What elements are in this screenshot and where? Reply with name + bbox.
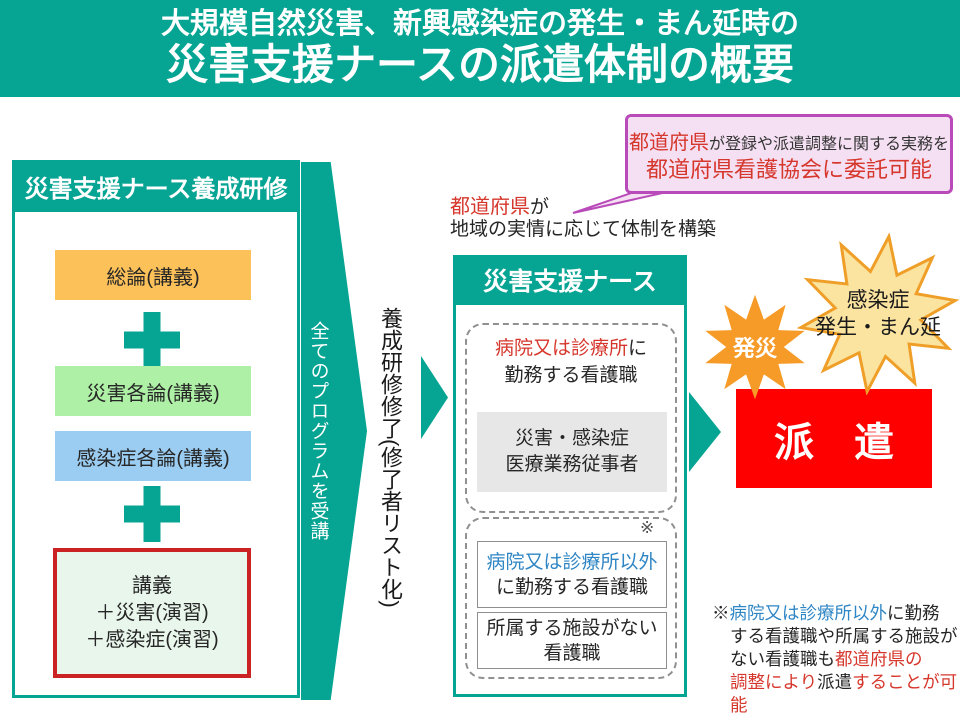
prefecture-note: 都道府県が 地域の実情に応じて体制を構築: [450, 196, 716, 241]
callout-line1: 都道府県が登録や派遣調整に関する実務を: [628, 126, 950, 155]
callout-line1-rest: が登録や派遣調整に関する実務を: [708, 136, 949, 153]
no-facility-box: 所属する施設がない 看護職: [477, 612, 667, 669]
prefecture-note-line1: 都道府県が: [450, 196, 716, 219]
medical-worker-box: 災害・感染症 医療業務従事者: [477, 412, 667, 492]
non-hospital-blue-text: 病院又は診療所以外: [486, 551, 658, 573]
disaster-label: 発災: [732, 336, 777, 361]
practice-line3: ＋感染症(演習): [85, 628, 219, 651]
callout-bubble: 都道府県が登録や派遣調整に関する実務を 都道府県看護協会に委託可能: [625, 114, 953, 194]
right-arrow-icon: [689, 392, 721, 472]
prefecture-note-suffix: が: [530, 197, 550, 218]
medical-worker-line1: 災害・感染症: [514, 428, 629, 449]
practice-box: 講義 ＋災害(演習) ＋感染症(演習): [53, 548, 251, 678]
header-subtitle: 大規模自然災害、新興感染症の発生・まん延時の: [160, 8, 799, 40]
starburst-shape: [705, 294, 805, 400]
disaster-starburst-icon: 発災: [701, 293, 809, 401]
footnote-blue-text: 病院又は診療所以外: [729, 603, 888, 623]
non-hospital-box: 病院又は診療所以外 に勤務する看護職: [477, 541, 667, 608]
hospital-rest-text: に: [628, 338, 648, 359]
infection-line2: 発生・まん延: [815, 316, 941, 339]
hospital-group-line2: 勤務する看護職: [504, 365, 638, 386]
footnote-line3-black: ない看護職も: [730, 649, 835, 669]
footnote-mark: ※: [712, 603, 730, 623]
footnote-line1-rest: に勤務: [887, 603, 940, 623]
nurse-box-title: 災害支援ナース: [453, 255, 687, 305]
training-item-disaster: 災害各論(講義): [55, 366, 251, 416]
no-facility-line2: 看護職: [543, 642, 601, 664]
training-item-infection: 感染症各論(講義): [55, 431, 251, 481]
footnote-line4-red2: することが可能: [730, 672, 958, 715]
program-arrow-label: 全てのプログラムを受講: [307, 321, 329, 541]
hospital-group-label: 病院又は診療所に 勤務する看護職: [465, 335, 677, 389]
callout-line1-red: 都道府県: [628, 132, 709, 154]
footnote-line1: ※病院又は診療所以外に勤務: [712, 602, 960, 625]
practice-line2: ＋災害(演習): [95, 601, 209, 624]
completion-label: 養成研修修了(修了者リスト化): [378, 306, 403, 608]
starburst-shape: [796, 232, 960, 396]
callout-line2: 都道府県看護協会に委託可能: [645, 157, 932, 182]
page-title: 災害支援ナースの派遣体制の概要: [166, 41, 794, 89]
footnote: ※病院又は診療所以外に勤務 する看護職や所属する施設が ない看護職も都道府県の …: [712, 602, 960, 717]
prefecture-note-red: 都道府県: [450, 196, 530, 218]
footnote-line2: する看護職や所属する施設が: [730, 626, 958, 646]
footnote-line4: 調整により派遣することが可能: [730, 671, 960, 717]
asterisk-mark: ※: [640, 518, 655, 537]
non-hospital-line2: に勤務する看護職: [495, 576, 648, 598]
hospital-group-line1: 病院又は診療所に: [465, 335, 677, 362]
training-item-general: 総論(講義): [55, 250, 251, 300]
hospital-red-text: 病院又は診療所: [494, 338, 628, 359]
dispatch-box: 派 遣: [736, 389, 932, 488]
training-box-title: 災害支援ナース養成研修: [12, 160, 300, 212]
infection-starburst-icon: 感染症 発生・まん延: [796, 232, 960, 396]
practice-line1: 講義: [132, 574, 172, 597]
medical-worker-line2: 医療業務従事者: [505, 454, 639, 475]
footnote-line3: ない看護職も都道府県の: [730, 648, 960, 671]
plus-icon: [124, 486, 180, 542]
no-facility-line1: 所属する施設がない: [486, 617, 658, 639]
footnote-line3-red: 都道府県の: [835, 649, 923, 669]
header-banner: 大規模自然災害、新興感染症の発生・まん延時の 災害支援ナースの派遣体制の概要: [0, 0, 960, 97]
infection-line1: 感染症: [846, 289, 910, 312]
right-arrow-icon: [421, 356, 448, 439]
prefecture-note-line2: 地域の実情に応じて体制を構築: [450, 219, 717, 240]
footnote-line4-red1: 調整により: [730, 672, 818, 692]
footnote-line4-black: 派遣: [817, 672, 853, 692]
plus-icon: [124, 312, 180, 368]
infection-label: 感染症 発生・まん延: [797, 233, 959, 395]
